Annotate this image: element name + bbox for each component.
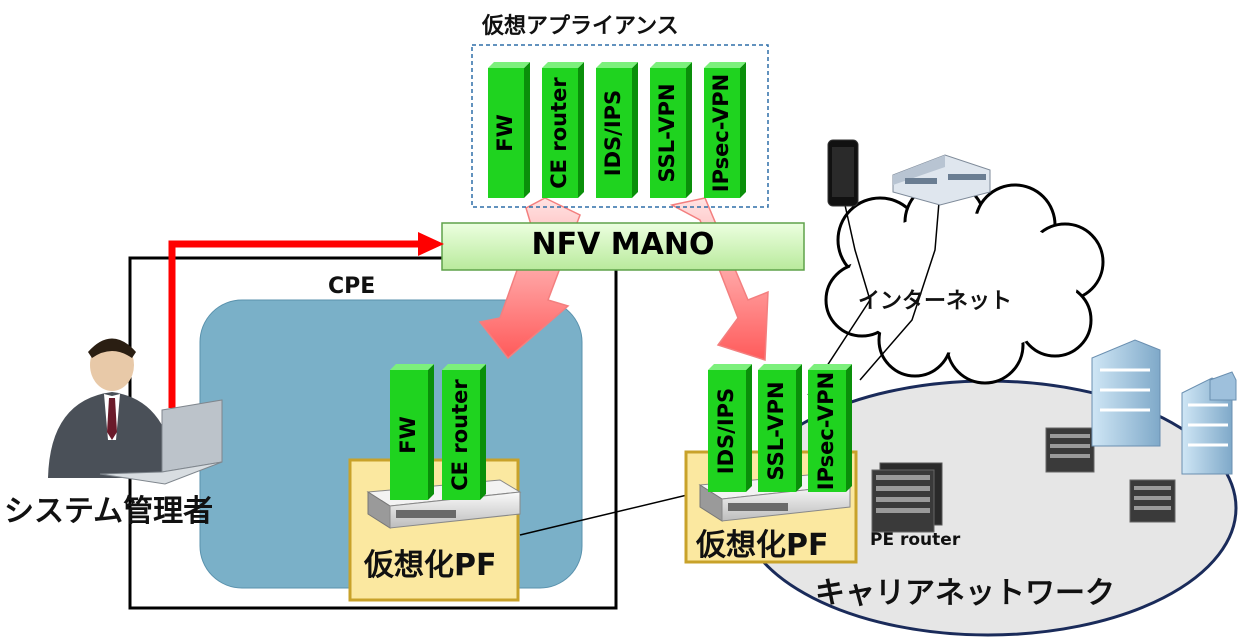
module-label: CE router — [448, 379, 472, 491]
cpe-pf-label: 仮想化PF — [364, 548, 497, 583]
module-ipsec-vpn: IPsec-VPN — [704, 62, 746, 198]
office-building-icon-2 — [1181, 377, 1233, 475]
building-line — [859, 189, 941, 381]
carrier-network-label: キャリアネットワーク — [815, 576, 1115, 611]
module-label: SSL-VPN — [655, 83, 679, 182]
admin-arrow-line — [168, 240, 418, 408]
module-label: SSL-VPN — [764, 381, 788, 480]
branch-office-icon — [892, 154, 991, 206]
office-building-icon-1 — [1091, 339, 1161, 447]
module-label: IDS/IPS — [601, 90, 625, 176]
phone-line — [807, 204, 871, 396]
module-label: IDS/IPS — [714, 388, 738, 474]
appliance-group-box — [471, 44, 769, 208]
module-fw: FW — [488, 62, 530, 198]
appliance-title: 仮想アプライアンス — [482, 14, 679, 39]
module-label: CE router — [547, 77, 571, 189]
router-icon-3 — [1129, 479, 1176, 523]
nfv-mano-label: NFV MANO — [531, 227, 715, 262]
module-label: FW — [493, 114, 517, 152]
module-fw: FW — [390, 364, 434, 500]
router-icon-2 — [1045, 427, 1095, 473]
admin-person-icon — [48, 338, 176, 478]
module-ce-router: CE router — [442, 364, 486, 500]
module-ssl-vpn: SSL-VPN — [650, 62, 692, 198]
module-ipsec-vpn: IPsec-VPN — [808, 364, 852, 492]
module-label: IPsec-VPN — [709, 74, 733, 192]
module-label: FW — [396, 416, 420, 454]
admin-label: システム管理者 — [4, 494, 214, 529]
pf-link-line — [519, 489, 709, 536]
internet-label: インターネット — [858, 289, 1013, 314]
module-ids-ips: IDS/IPS — [708, 364, 752, 492]
carrier-pf-label: 仮想化PF — [696, 528, 829, 563]
pe-router-icon — [871, 462, 943, 533]
internet-cloud-fill — [847, 213, 1077, 353]
smartphone-icon — [827, 139, 859, 207]
module-ids-ips: IDS/IPS — [596, 62, 638, 198]
office-building-icon-3 — [1209, 371, 1237, 401]
cpe-label: CPE — [328, 274, 376, 299]
module-label: IPsec-VPN — [814, 372, 838, 490]
nfv-mano-box — [441, 222, 805, 271]
module-ssl-vpn: SSL-VPN — [758, 364, 802, 492]
module-ce-router: CE router — [542, 62, 584, 198]
admin-arrow-head — [418, 232, 444, 256]
pe-router-label: PE router — [870, 530, 961, 550]
laptop-icon — [99, 399, 223, 485]
